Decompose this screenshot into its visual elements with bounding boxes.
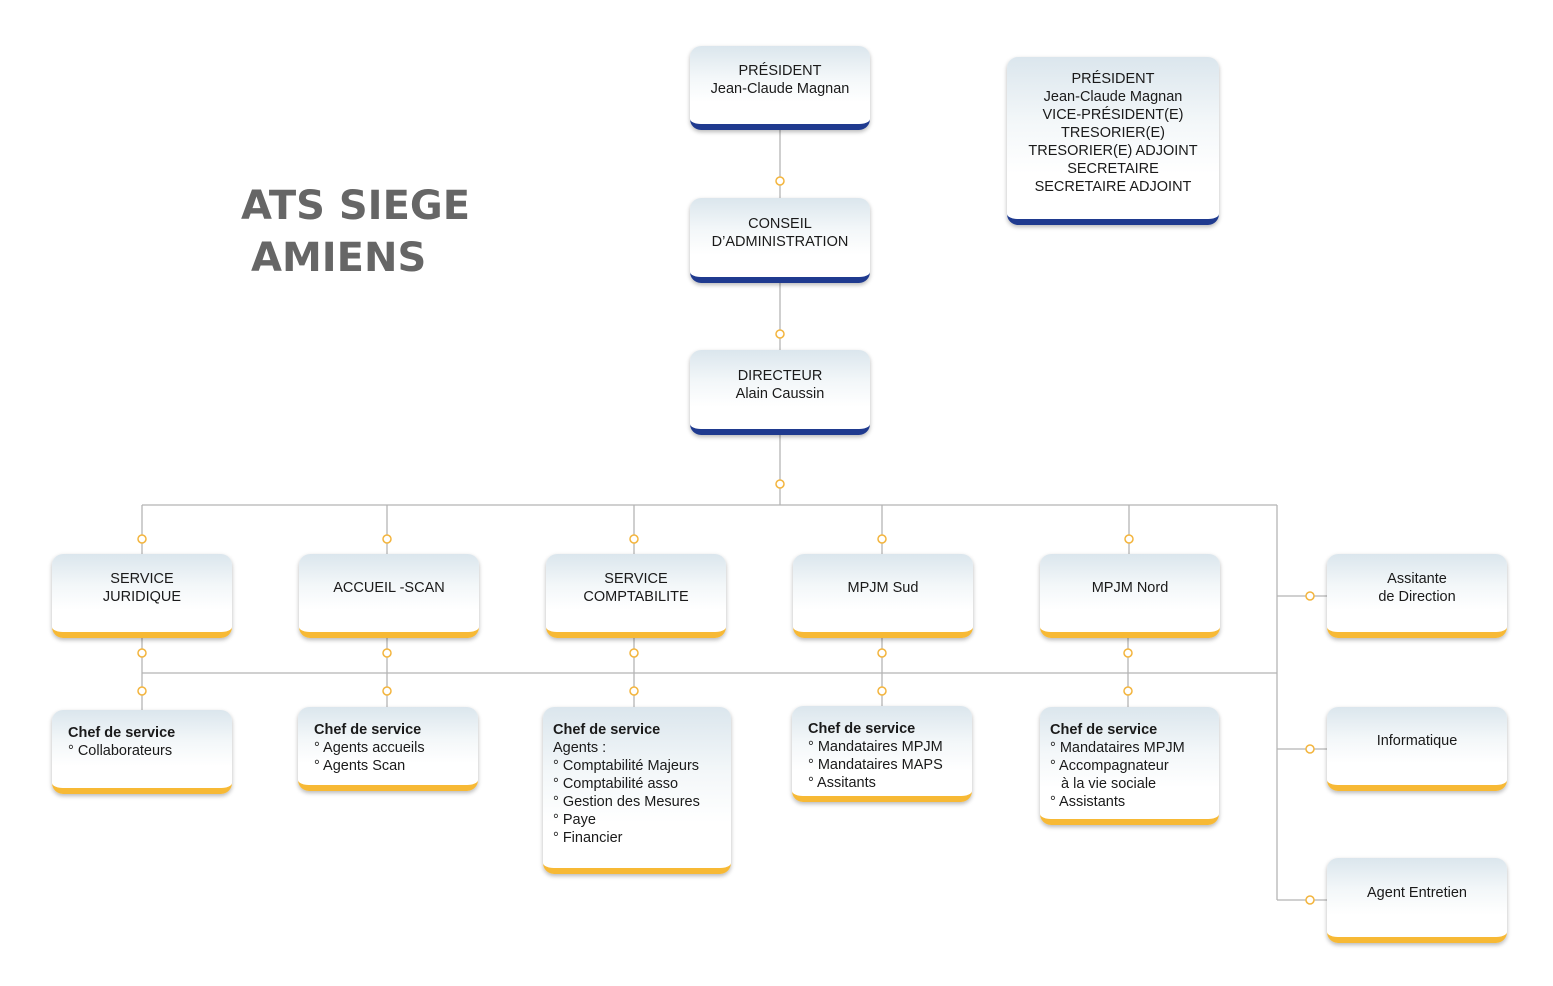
chef-head: Chef de service (553, 722, 661, 738)
chef-item: ° Comptabilité asso (553, 776, 679, 792)
chef-head: Chef de service (314, 722, 422, 738)
service-label: ACCUEIL -SCAN (333, 580, 445, 596)
assistante-direction-node: Assitante de Direction (1327, 554, 1507, 638)
conseil-line-2: D’ADMINISTRATION (711, 233, 849, 250)
title-line-2: AMIENS (251, 235, 427, 281)
conseil-line-1: CONSEIL (748, 215, 812, 232)
chef-item: ° Assistants (1050, 794, 1126, 810)
chef-item: ° Mandataires MAPS (808, 757, 943, 773)
chef-juridique-node: Chef de service ° Collaborateurs (52, 710, 232, 794)
chef-item: ° Mandataires MPJM (1050, 740, 1185, 756)
service-label: MPJM Sud (847, 580, 919, 596)
bureau-line: Jean-Claude Magnan (1043, 89, 1183, 105)
president-name: Jean-Claude Magnan (710, 81, 850, 97)
chef-item: ° Accompagnateur (1050, 758, 1169, 774)
chef-head: Chef de service (68, 725, 176, 741)
chef-head: Chef de service (1050, 722, 1158, 738)
bureau-line: SECRETAIRE (1067, 161, 1159, 177)
chef-item: ° Assitants (808, 775, 876, 791)
directeur-role: DIRECTEUR (737, 367, 823, 384)
chef-head: Chef de service (808, 721, 916, 737)
chef-comptabilite-node: Chef de service Agents : ° Comptabilité … (543, 707, 731, 874)
service-label: SERVICE (604, 571, 668, 587)
chef-item: ° Agents accueils (314, 740, 425, 756)
side-label: de Direction (1378, 589, 1456, 605)
chef-item: ° Gestion des Mesures (553, 794, 700, 810)
bureau-node: PRÉSIDENT Jean-Claude Magnan VICE-PRÉSID… (1007, 57, 1219, 225)
chef-accueil-node: Chef de service ° Agents accueils ° Agen… (298, 707, 478, 791)
chef-item: ° Comptabilité Majeurs (553, 758, 700, 774)
directeur-name: Alain Caussin (735, 385, 825, 402)
bureau-line: VICE-PRÉSIDENT(E) (1042, 107, 1184, 123)
chef-item: ° Collaborateurs (68, 743, 173, 759)
chef-item: ° Paye (553, 812, 596, 828)
chef-item: ° Mandataires MPJM (808, 739, 943, 755)
directeur-node: DIRECTEUR Alain Caussin (690, 350, 870, 435)
page-title: ATS SIEGE AMIENS (241, 180, 470, 284)
chef-item: ° Financier (553, 830, 623, 846)
service-label: MPJM Nord (1091, 580, 1169, 596)
chef-item: à la vie sociale (1061, 776, 1157, 792)
bureau-line: TRESORIER(E) (1061, 125, 1165, 141)
accueil-scan-node: ACCUEIL -SCAN (299, 554, 479, 638)
president-role: PRÉSIDENT (738, 63, 822, 79)
bureau-line: TRESORIER(E) ADJOINT (1028, 143, 1198, 159)
service-label: COMPTABILITE (583, 589, 689, 605)
title-line-1: ATS SIEGE (241, 183, 471, 229)
service-juridique-node: SERVICE JURIDIQUE (52, 554, 232, 638)
side-label: Assitante (1387, 571, 1447, 587)
bureau-line: PRÉSIDENT (1071, 71, 1155, 87)
chef-mpjm-nord-node: Chef de service ° Mandataires MPJM ° Acc… (1040, 707, 1219, 825)
chef-item: Agents : (553, 740, 607, 756)
service-label: JURIDIQUE (102, 589, 182, 605)
side-label: Informatique (1376, 733, 1458, 749)
service-label: SERVICE (110, 571, 174, 587)
service-comptabilite-node: SERVICE COMPTABILITE (546, 554, 726, 638)
side-label: Agent Entretien (1367, 884, 1467, 901)
chef-mpjm-sud-node: Chef de service ° Mandataires MPJM ° Man… (792, 706, 972, 802)
bureau-line: SECRETAIRE ADJOINT (1034, 179, 1192, 195)
mpjm-sud-node: MPJM Sud (793, 554, 973, 638)
mpjm-nord-node: MPJM Nord (1040, 554, 1220, 638)
conseil-node: CONSEIL D’ADMINISTRATION (690, 198, 870, 283)
president-node: PRÉSIDENT Jean-Claude Magnan (690, 46, 870, 130)
chef-item: ° Agents Scan (314, 758, 406, 774)
agent-entretien-node: Agent Entretien (1327, 858, 1507, 943)
informatique-node: Informatique (1327, 707, 1507, 791)
